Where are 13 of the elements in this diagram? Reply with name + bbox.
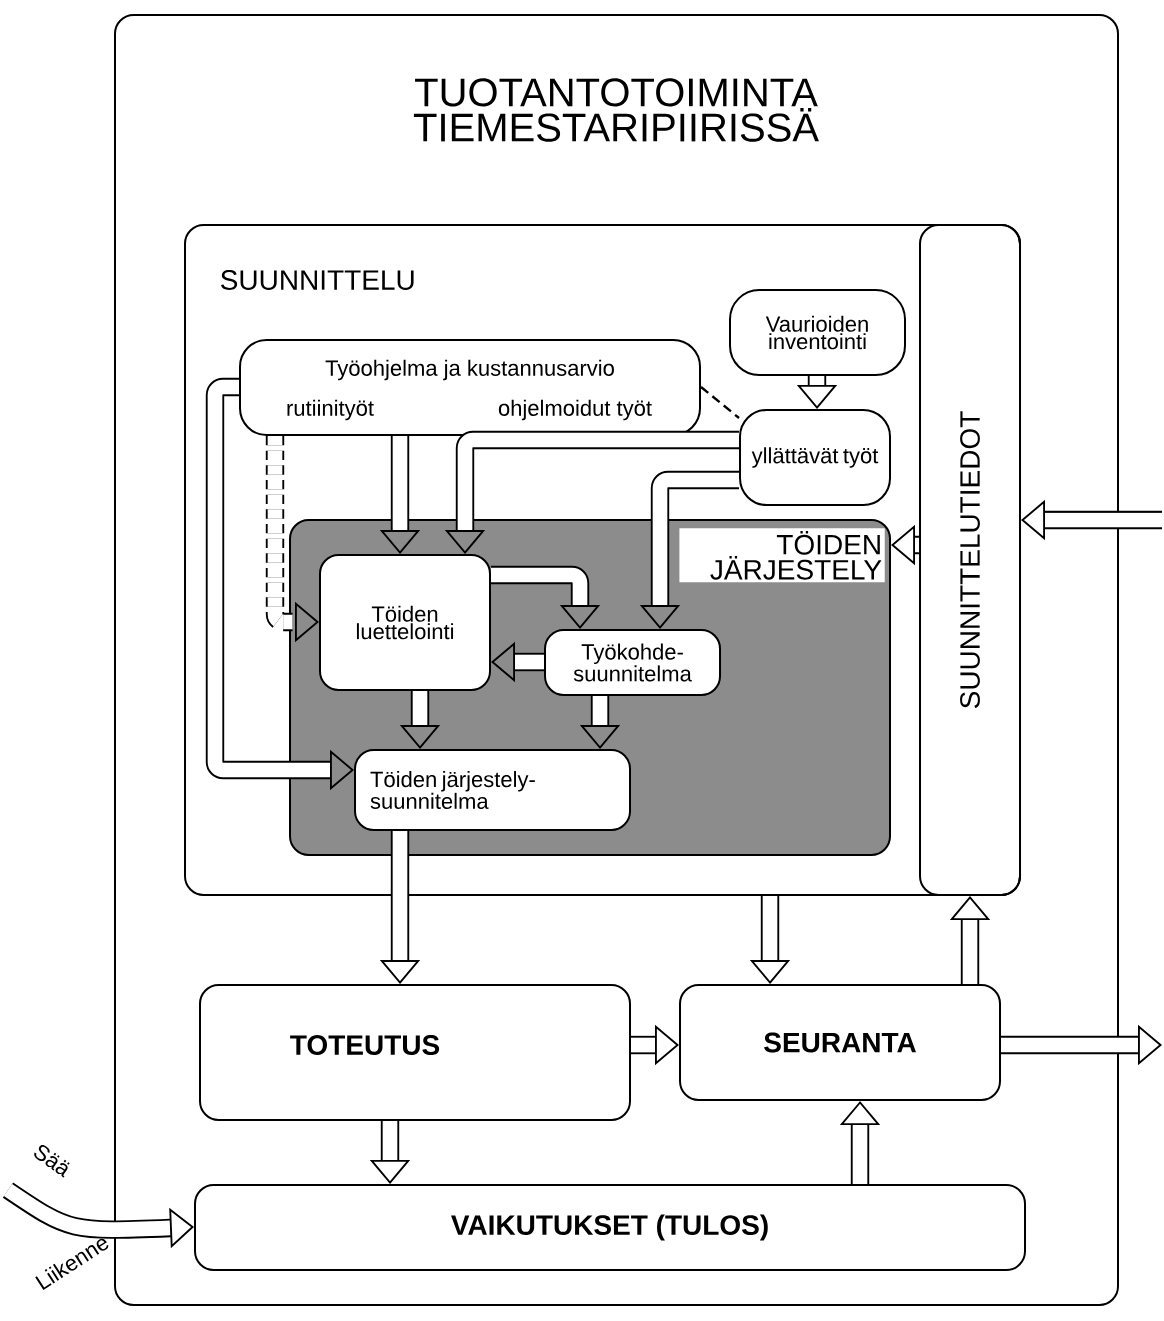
rounded-box: Vaurioiden inventointi: [729, 289, 906, 376]
process-box: Töiden luettelointi: [319, 554, 491, 691]
process-box: SEURANTA: [679, 984, 1001, 1101]
dashed-line: [700, 386, 740, 419]
process-box: TOTEUTUS: [199, 984, 631, 1121]
program-box: Työohjelma ja kustannusarvio rutiinityöt ohjelmoidut työt: [239, 339, 701, 436]
process-box: Töiden järjestely-suunnitelma: [354, 749, 631, 831]
process-box: Työkohde-suunnitelma: [544, 629, 721, 696]
block-arrow: [491, 565, 601, 629]
rounded-box: yllättävät työt: [739, 409, 891, 506]
band-box: SUUNNITTELUTIEDOT: [919, 224, 1021, 896]
process-box: VAIKUTUKSET (TULOS): [194, 1184, 1026, 1271]
arrow-label: Sää: [34, 1145, 70, 1178]
